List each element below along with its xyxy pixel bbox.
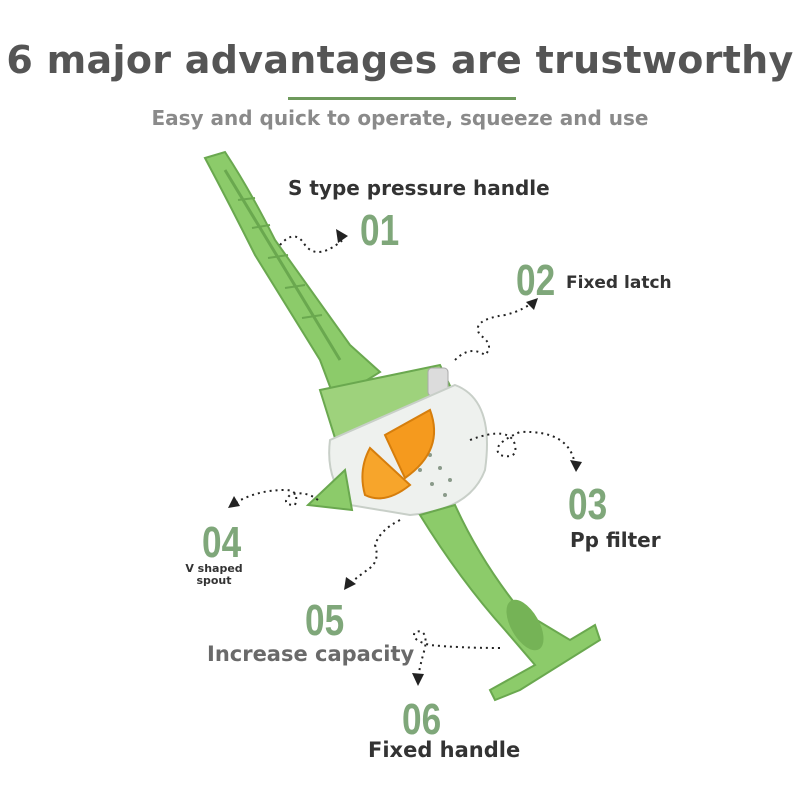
feature-label-03: Pp filter (570, 528, 661, 552)
page-subtitle: Easy and quick to operate, squeeze and u… (151, 106, 649, 130)
feature-number-05: 05 (305, 596, 345, 645)
feature-label-02: Fixed latch (566, 273, 672, 293)
feature-label-06: Fixed handle (368, 738, 521, 762)
feature-number-06: 06 (402, 695, 442, 744)
feature-label-05: Increase capacity (207, 642, 415, 666)
title-underline (288, 97, 516, 100)
feature-number-03: 03 (568, 480, 608, 529)
feature-number-01: 01 (360, 206, 400, 255)
feature-label-01: S type pressure handle (288, 176, 550, 200)
pressure-handle-shape (203, 150, 382, 402)
page-title: 6 major advantages are trustworthy (6, 38, 794, 82)
feature-number-04: 04 (202, 518, 242, 567)
feature-number-02: 02 (516, 256, 556, 305)
feature-label-04: V shaped spout (185, 562, 243, 587)
